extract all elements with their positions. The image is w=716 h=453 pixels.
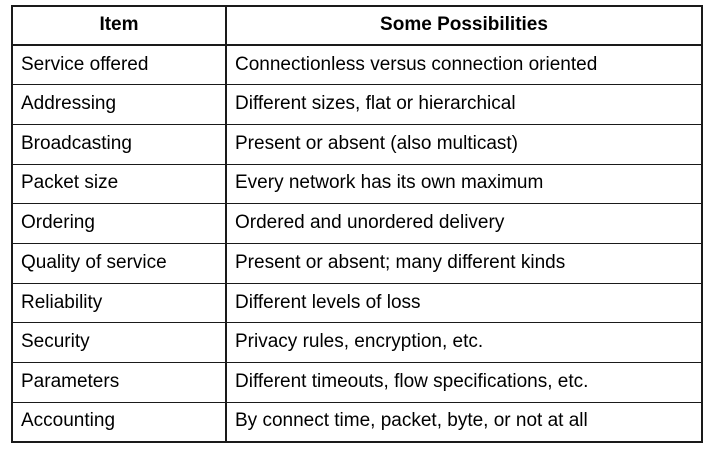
- table-row: Security Privacy rules, encryption, etc.: [11, 322, 703, 363]
- table-header: Item Some Possibilities: [11, 5, 703, 46]
- cell-item: Broadcasting: [11, 123, 227, 165]
- table-row: Parameters Different timeouts, flow spec…: [11, 362, 703, 403]
- table-row: Reliability Different levels of loss: [11, 282, 703, 324]
- table-row: Packet size Every network has its own ma…: [11, 163, 703, 205]
- cell-possibilities: Connectionless versus connection oriente…: [225, 44, 703, 86]
- cell-item: Accounting: [11, 401, 227, 443]
- table-row: Quality of service Present or absent; ma…: [11, 242, 703, 284]
- table-row: Addressing Different sizes, flat or hier…: [11, 84, 703, 125]
- column-header-item: Item: [11, 5, 227, 46]
- cell-item: Parameters: [11, 362, 227, 403]
- cell-possibilities: Ordered and unordered delivery: [225, 203, 703, 244]
- cell-possibilities: Different sizes, flat or hierarchical: [225, 84, 703, 125]
- cell-possibilities: Privacy rules, encryption, etc.: [225, 322, 703, 363]
- column-header-possibilities: Some Possibilities: [225, 5, 703, 46]
- cell-possibilities: Present or absent (also multicast): [225, 123, 703, 165]
- table-container: Item Some Possibilities Service offered …: [11, 5, 703, 443]
- cell-possibilities: Every network has its own maximum: [225, 163, 703, 205]
- cell-item: Addressing: [11, 84, 227, 125]
- possibilities-table: Item Some Possibilities Service offered …: [11, 5, 703, 443]
- cell-possibilities: Different timeouts, flow specifications,…: [225, 362, 703, 403]
- cell-item: Packet size: [11, 163, 227, 205]
- header-row: Item Some Possibilities: [11, 5, 703, 46]
- cell-item: Ordering: [11, 203, 227, 244]
- table-row: Service offered Connectionless versus co…: [11, 44, 703, 86]
- cell-possibilities: Present or absent; many different kinds: [225, 242, 703, 284]
- cell-item: Service offered: [11, 44, 227, 86]
- cell-item: Security: [11, 322, 227, 363]
- cell-possibilities: Different levels of loss: [225, 282, 703, 324]
- cell-possibilities: By connect time, packet, byte, or not at…: [225, 401, 703, 443]
- table-row: Broadcasting Present or absent (also mul…: [11, 123, 703, 165]
- table-row: Ordering Ordered and unordered delivery: [11, 203, 703, 244]
- cell-item: Reliability: [11, 282, 227, 324]
- cell-item: Quality of service: [11, 242, 227, 284]
- table-row: Accounting By connect time, packet, byte…: [11, 401, 703, 443]
- table-body: Service offered Connectionless versus co…: [11, 44, 703, 443]
